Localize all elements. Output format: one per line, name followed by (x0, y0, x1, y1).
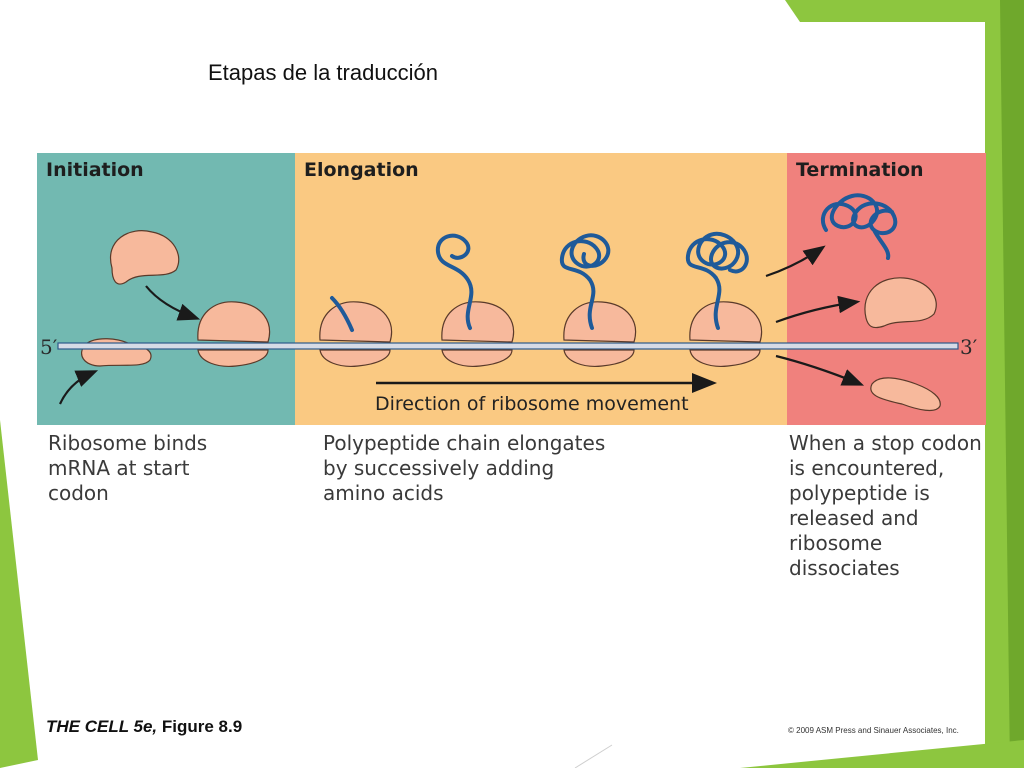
caption-line: amino acids (323, 481, 444, 505)
caption-line: Polypeptide chain elongates (323, 431, 606, 455)
termination-arrow-2 (775, 295, 861, 324)
three-prime-label: 3′ (960, 335, 978, 359)
caption-line: dissociates (789, 556, 900, 580)
figure-credit: THE CELL 5e, Figure 8.9 (46, 717, 242, 737)
caption-line: mRNA at start (48, 456, 190, 480)
released-small-subunit (870, 377, 941, 412)
termination-title: Termination (796, 159, 924, 181)
direction-label: Direction of ribosome movement (375, 393, 689, 415)
caption-line: Ribosome binds (48, 431, 208, 455)
initiation-arrow-2 (58, 370, 99, 405)
ribosome-5 (689, 301, 762, 367)
termination-panel: Termination (787, 153, 986, 425)
termination-arrow-1 (765, 245, 826, 278)
ribosome-4 (563, 301, 636, 367)
figure-number: Figure 8.9 (157, 717, 243, 736)
five-prime-label: 5′ (40, 335, 58, 359)
initiation-caption: Ribosome binds mRNA at start codon (48, 431, 207, 506)
caption-line: is encountered, (789, 456, 945, 480)
mrna-strand (57, 342, 959, 350)
slide-title: Etapas de la traducción (208, 60, 438, 85)
book-title: THE CELL 5e, (46, 717, 158, 736)
elongation-title: Elongation (304, 159, 419, 181)
caption-line: released and (789, 506, 919, 530)
elongation-caption: Polypeptide chain elongates by successiv… (323, 431, 605, 506)
initiation-arrow-1 (145, 285, 201, 321)
initiation-title: Initiation (46, 159, 144, 181)
termination-caption: When a stop codon is encountered, polype… (789, 431, 982, 581)
caption-line: codon (48, 481, 109, 505)
ribosome-3 (441, 301, 514, 367)
ribosome-1 (197, 301, 270, 367)
caption-line: When a stop codon (789, 431, 982, 455)
caption-line: ribosome (789, 531, 883, 555)
caption-line: by successively adding (323, 456, 555, 480)
released-large-subunit (864, 277, 937, 329)
translation-stages-figure: Initiation Elongation Termination (37, 153, 986, 425)
polypeptide-chains (330, 193, 898, 332)
ribosome-2 (319, 301, 392, 367)
caption-line: polypeptide is (789, 481, 930, 505)
copyright-notice: © 2009 ASM Press and Sinauer Associates,… (788, 726, 959, 735)
free-large-subunit (109, 230, 180, 285)
termination-arrow-3 (775, 354, 865, 386)
